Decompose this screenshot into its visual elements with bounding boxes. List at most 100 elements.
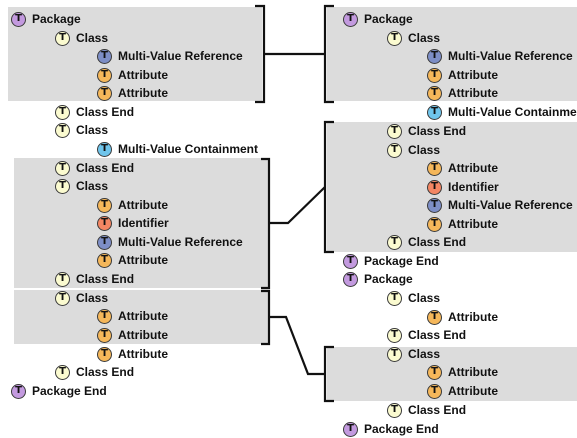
package-type-icon: T xyxy=(343,253,358,269)
containment-type-icon: T xyxy=(97,141,112,157)
node-label: Attribute xyxy=(118,198,168,212)
left-node-containment: T Multi-Value Containment xyxy=(97,140,258,158)
right-node-class: T Class xyxy=(387,289,440,307)
right-node-reference: T Multi-Value Reference xyxy=(427,47,573,65)
class-type-icon: T xyxy=(55,122,70,138)
attribute-type-icon: T xyxy=(97,85,112,101)
class-type-icon: T xyxy=(387,346,402,362)
right-node-class: T Class xyxy=(387,345,440,363)
attribute-type-icon: T xyxy=(97,67,112,83)
node-label: Class xyxy=(76,179,109,193)
node-label: Class xyxy=(408,291,441,305)
node-label: Multi-Value Containment xyxy=(118,142,259,156)
class-type-icon: T xyxy=(387,123,402,139)
class-type-icon: T xyxy=(55,364,70,380)
identifier-type-icon: T xyxy=(97,215,112,231)
node-label: Attribute xyxy=(448,310,498,324)
attribute-type-icon: T xyxy=(427,160,442,176)
package-type-icon: T xyxy=(343,271,358,287)
left-node-attribute: T Attribute xyxy=(97,251,168,269)
package-type-icon: T xyxy=(11,383,26,399)
node-label: Package End xyxy=(364,254,439,268)
node-label: Class End xyxy=(408,328,467,342)
class-type-icon: T xyxy=(55,271,70,287)
left-node-attribute: T Attribute xyxy=(97,84,168,102)
node-label: Class End xyxy=(76,272,135,286)
class-type-icon: T xyxy=(55,104,70,120)
reference-type-icon: T xyxy=(97,48,112,64)
class-type-icon: T xyxy=(55,290,70,306)
package-type-icon: T xyxy=(343,11,358,27)
class-type-icon: T xyxy=(55,178,70,194)
attribute-type-icon: T xyxy=(427,383,442,399)
right-node-package: T Package xyxy=(343,270,413,288)
right-node-package: T Package xyxy=(343,10,413,28)
class-type-icon: T xyxy=(387,234,402,250)
class-type-icon: T xyxy=(387,290,402,306)
class-type-icon: T xyxy=(387,402,402,418)
package-type-icon: T xyxy=(343,421,358,437)
reference-type-icon: T xyxy=(97,234,112,250)
node-label: Class xyxy=(408,31,441,45)
identifier-type-icon: T xyxy=(427,179,442,195)
node-label: Class End xyxy=(408,403,467,417)
node-label: Class xyxy=(76,291,109,305)
node-label: Multi-Value Containment xyxy=(448,105,577,119)
attribute-type-icon: T xyxy=(427,67,442,83)
right-node-containment: T Multi-Value Containment xyxy=(427,103,577,121)
node-label: Class End xyxy=(76,105,135,119)
package-type-icon: T xyxy=(11,11,26,27)
node-label: Attribute xyxy=(448,217,498,231)
left-node-reference: T Multi-Value Reference xyxy=(97,47,243,65)
node-label: Identifier xyxy=(118,216,169,230)
node-label: Multi-Value Reference xyxy=(118,235,243,249)
right-node-class: T Class End xyxy=(387,326,466,344)
node-label: Multi-Value Reference xyxy=(118,49,243,63)
node-label: Attribute xyxy=(118,86,168,100)
left-node-class: T Class End xyxy=(55,103,134,121)
node-label: Multi-Value Reference xyxy=(448,198,573,212)
attribute-type-icon: T xyxy=(427,85,442,101)
node-label: Attribute xyxy=(448,86,498,100)
class-type-icon: T xyxy=(387,142,402,158)
right-highlight-box-1 xyxy=(327,7,577,101)
right-node-attribute: T Attribute xyxy=(427,363,498,381)
node-label: Attribute xyxy=(118,347,168,361)
connector-line-2 xyxy=(269,186,326,225)
node-label: Attribute xyxy=(448,365,498,379)
attribute-type-icon: T xyxy=(97,252,112,268)
attribute-type-icon: T xyxy=(97,197,112,213)
node-label: Class xyxy=(408,347,441,361)
attribute-type-icon: T xyxy=(97,308,112,324)
node-label: Attribute xyxy=(118,253,168,267)
node-label: Package xyxy=(364,12,413,26)
right-node-class: T Class End xyxy=(387,401,466,419)
connector-line-3 xyxy=(269,315,325,376)
node-label: Attribute xyxy=(118,309,168,323)
attribute-type-icon: T xyxy=(427,364,442,380)
node-label: Multi-Value Reference xyxy=(448,49,573,63)
containment-type-icon: T xyxy=(427,104,442,120)
class-type-icon: T xyxy=(387,327,402,343)
reference-type-icon: T xyxy=(427,48,442,64)
left-node-reference: T Multi-Value Reference xyxy=(97,233,243,251)
right-highlight-box-2 xyxy=(327,122,577,252)
left-node-attribute: T Attribute xyxy=(97,307,168,325)
attribute-type-icon: T xyxy=(427,309,442,325)
node-label: Package xyxy=(364,272,413,286)
